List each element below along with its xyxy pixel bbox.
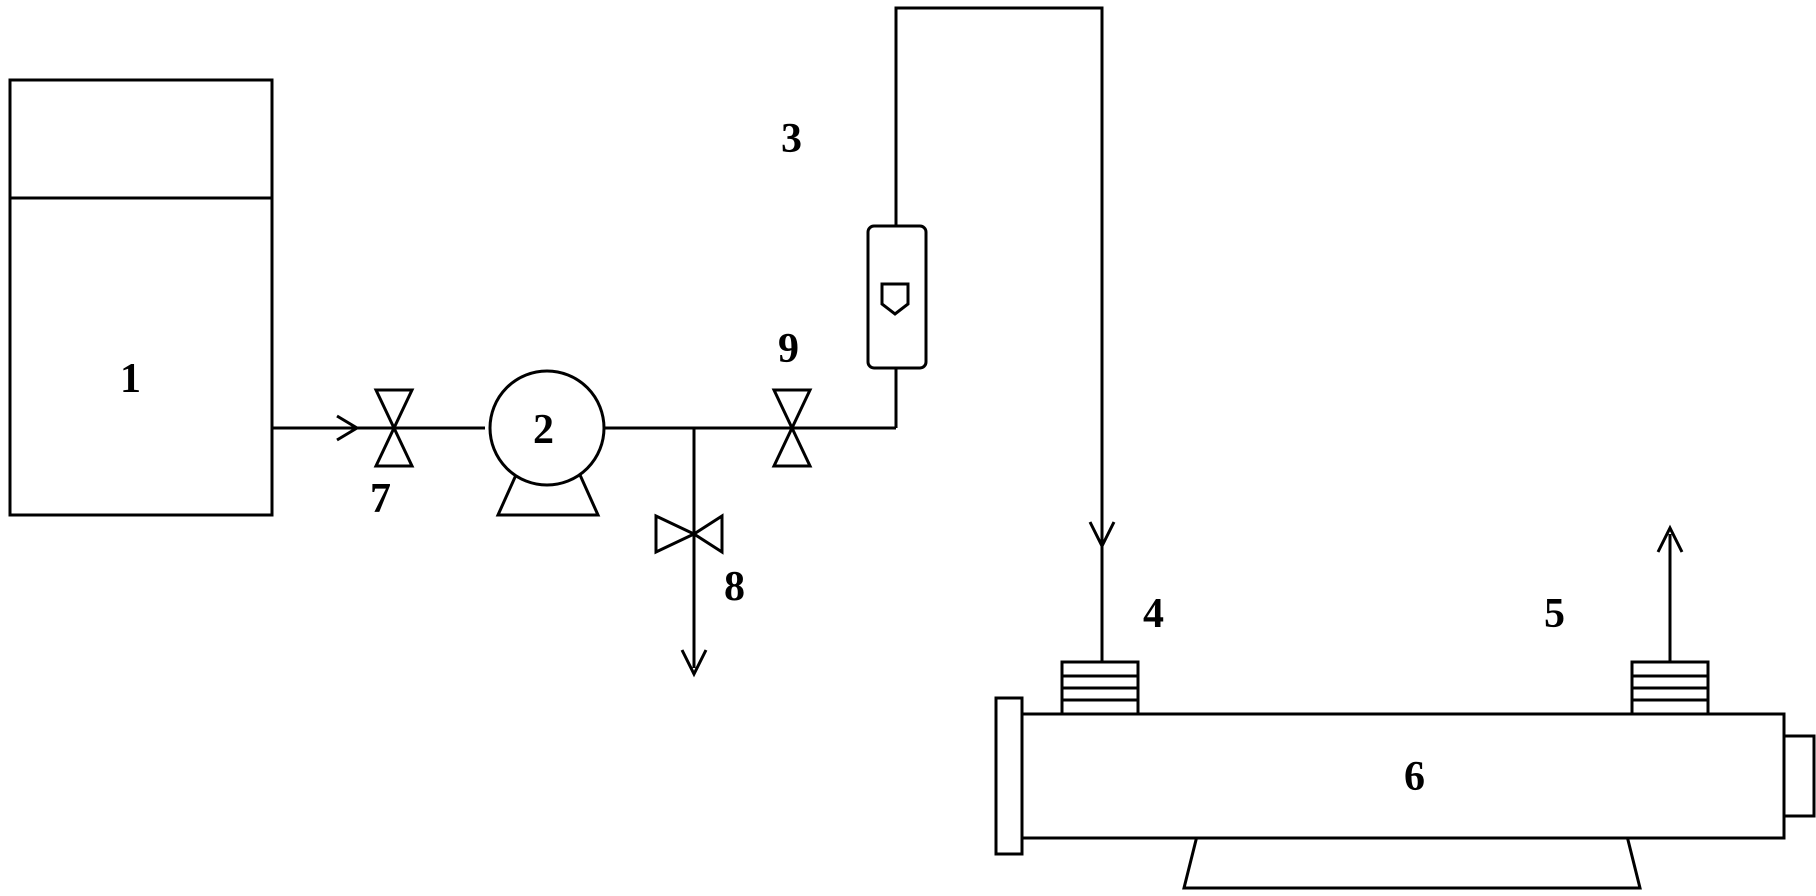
label-inlet: 4 (1143, 591, 1164, 637)
storage-tank (8, 78, 274, 517)
label-reactor: 6 (1404, 754, 1425, 800)
label-pump: 2 (533, 407, 554, 453)
pump-icon[interactable] (488, 369, 606, 517)
reactor-left-flange (994, 696, 1024, 856)
reactor (994, 696, 1816, 890)
reactor-right-cap (1782, 734, 1816, 818)
pipe-flowmeter-to-reactor (894, 6, 1104, 662)
valve-9-icon[interactable] (771, 388, 813, 468)
reactor-body (1020, 712, 1786, 840)
label-valve-drain: 8 (724, 564, 745, 610)
flowmeter-icon[interactable] (866, 224, 928, 370)
inlet-arrow-icon (1088, 521, 1116, 550)
drain-arrow-icon (680, 649, 708, 678)
label-outlet: 5 (1544, 591, 1565, 637)
inlet-port (1060, 660, 1140, 716)
outlet-arrow-icon (1656, 524, 1684, 553)
reactor-stand (1182, 830, 1642, 890)
label-flowmeter: 3 (781, 116, 802, 162)
flow-arrow-icon (336, 414, 360, 442)
label-valve-feed: 9 (778, 326, 799, 372)
label-valve-inlet: 7 (370, 476, 391, 522)
outlet-port (1630, 660, 1710, 716)
valve-7-icon[interactable] (373, 388, 415, 468)
label-tank: 1 (120, 356, 141, 402)
valve-8-icon[interactable] (654, 513, 724, 555)
